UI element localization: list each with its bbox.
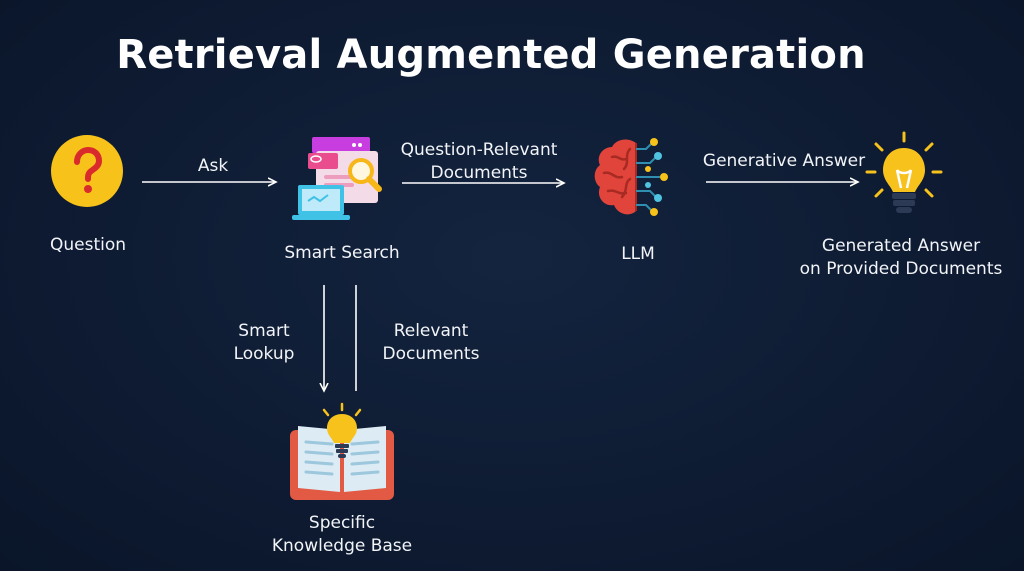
open-book-icon — [290, 402, 394, 500]
smart-search-label: Smart Search — [284, 243, 400, 263]
generated-answer-label: Generated Answer on Provided Documents — [799, 236, 1003, 279]
knowledge-base-label: Specific Knowledge Base — [271, 513, 413, 556]
question-label: Question — [49, 235, 127, 255]
ask-label: Ask — [197, 156, 229, 176]
lightbulb-icon — [865, 131, 943, 213]
brain-icon — [594, 138, 668, 216]
generative-answer-label: Generative Answer — [702, 151, 866, 171]
llm-label: LLM — [621, 244, 655, 264]
relevant-documents-label: Relevant Documents — [382, 321, 480, 364]
smart-lookup-label: Smart Lookup — [233, 321, 295, 364]
page-title: Retrieval Augmented Generation — [116, 32, 866, 78]
question-relevant-label: Question-Relevant Documents — [400, 140, 558, 183]
question-mark-icon — [51, 135, 123, 207]
smart-search-icon — [292, 137, 382, 220]
